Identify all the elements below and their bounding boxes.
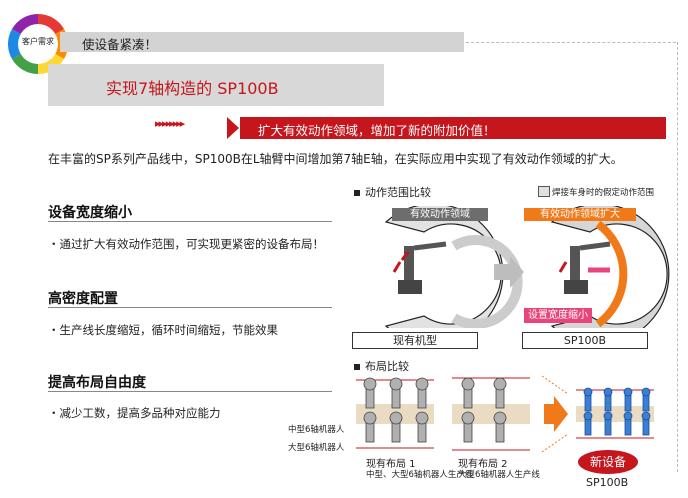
banner-text: 扩大有效动作领域，增加了新的附加价值！ [258,123,496,138]
range-compare-heading: 动作范围比较 [354,184,431,200]
effective-range-label: 有效动作领域 [392,208,488,221]
section-divider [48,391,332,392]
sp100b-caption: SP100B [522,332,648,349]
layout2-diagram [452,377,530,451]
arrow-decoration: ▸▸▸▸▸▸▸▸ [155,117,185,130]
section-title-density: 高密度配置 [48,291,118,307]
bullet-square-icon [354,190,360,196]
new-layout-diagram [576,387,654,439]
orange-arrow-icon [544,396,568,432]
topic-bar: 使设备紧凑！ [60,32,464,52]
compare-arrow-icon [494,256,524,288]
layout1-diagram [356,377,434,449]
layout1-subtitle: 中型、大型6轴机器人生产线 [366,470,474,480]
topic-text: 使设备紧凑！ [82,37,158,52]
dashed-border-right [677,42,678,472]
section-desc-width: ・通过扩大有效动作范围，可实现更紧密的设备布局！ [48,237,324,251]
intro-text: 在丰富的SP系列产品线中，SP100B在L轴臂中间增加第7轴E轴，在实际应用中实… [48,152,623,166]
layout-compare-heading: 布局比较 [354,358,409,374]
layout1-title: 现有布局 1 [366,459,416,470]
new-device-badge: 新设备 [578,450,638,474]
section-divider [48,307,332,308]
title-box: 实现7轴构造的 SP100B [48,64,384,106]
layout2-subtitle: 大型6轴机器人生产线 [458,470,540,480]
legend-swatch [538,186,550,197]
mid-robot-label: 中型6轴机器人 [288,425,345,435]
new-device-model: SP100B [586,476,629,489]
expanded-range-label: 有效动作领域扩大 [524,208,636,221]
headline-banner: 扩大有效动作领域，增加了新的附加价值！ [240,117,666,139]
robot-arm-icon [404,246,414,286]
badge-label: 客户需求 [22,37,54,46]
page-title: 实现7轴构造的 SP100B [106,79,279,98]
existing-model-caption: 现有机型 [352,332,478,349]
legend-text: 焊接车身时的假定动作范围 [552,188,655,198]
section-title-freedom: 提高布局自由度 [48,375,146,391]
section-desc-freedom: ・减少工数，提高多品种对应能力 [48,406,221,420]
bullet-square-icon [354,364,360,370]
layout2-title: 现有布局 2 [458,459,508,470]
layout-compare-diagram [356,375,654,453]
banner-arrow-icon [227,117,239,139]
section-divider [48,221,332,222]
section-title-width: 设备宽度缩小 [48,205,132,221]
robot-arm-icon [570,246,580,286]
dashed-divider [466,42,676,43]
width-shrink-label: 设置宽度缩小 [524,308,592,323]
section-desc-density: ・生产线长度缩短，循环时间缩短，节能效果 [48,323,278,337]
range-compare-diagram [384,206,670,328]
large-robot-label: 大型6轴机器人 [288,443,345,453]
